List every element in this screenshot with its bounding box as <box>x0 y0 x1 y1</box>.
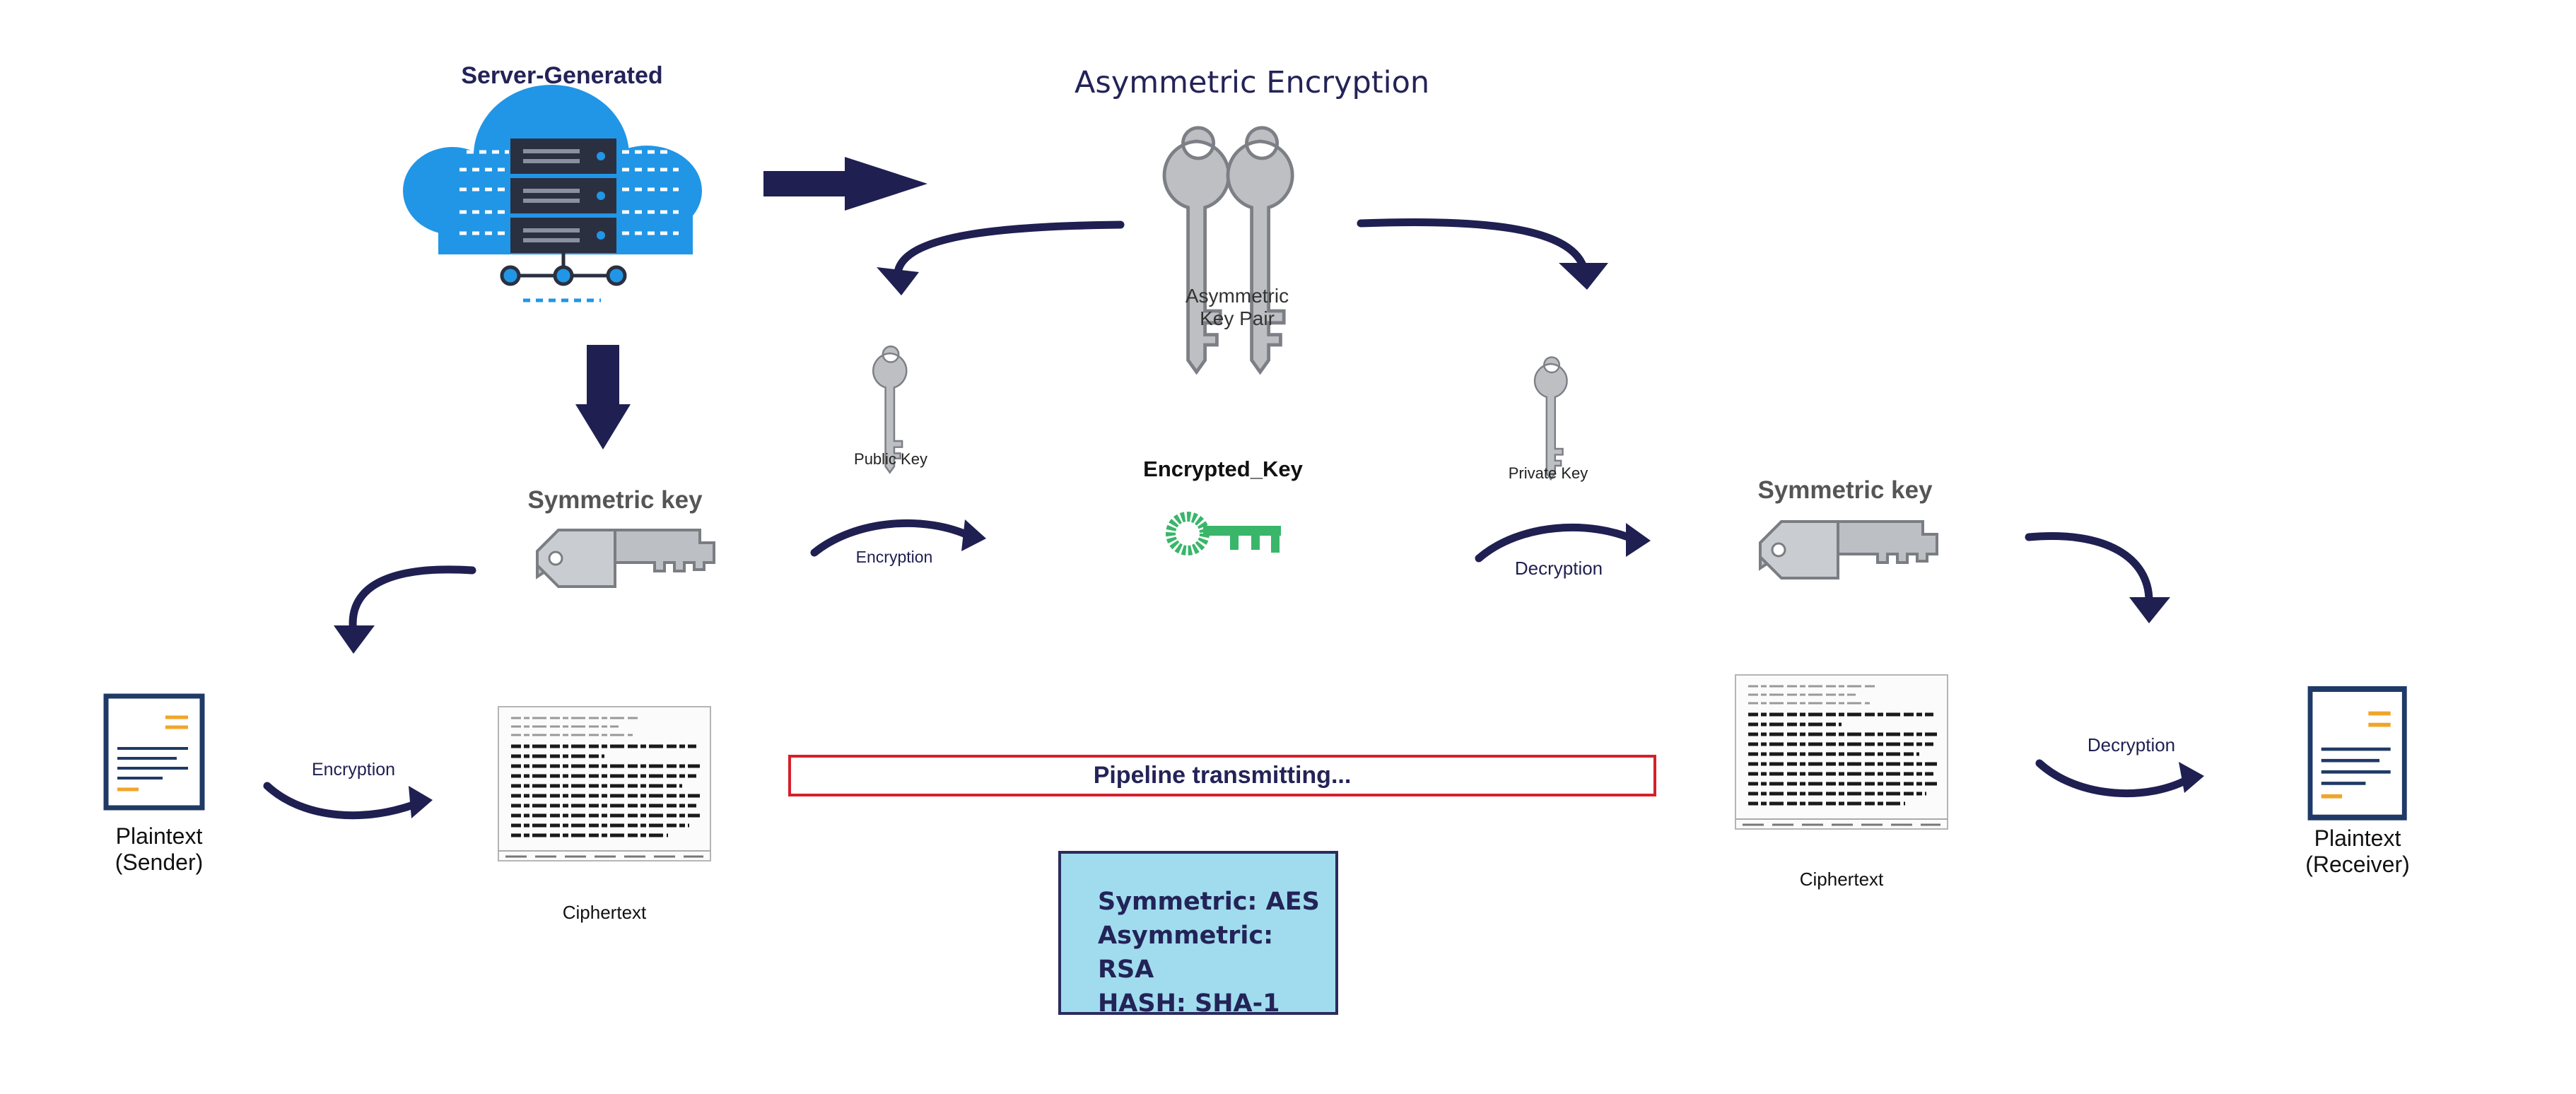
curve-symkey-to-plaintext <box>349 565 476 637</box>
symmetric-key-right-icon <box>1759 520 1938 580</box>
symmetric-algorithm-text: Symmetric: AES <box>1098 888 1320 916</box>
curved-arrows <box>263 218 2196 820</box>
symmetric-key-left-icon <box>536 529 715 588</box>
encryption-bottom-label: Encryption <box>311 760 396 780</box>
arrow-right-to-keypair <box>763 157 927 211</box>
curve-decryption-top <box>1475 524 1641 563</box>
private-key-label: Private Key <box>1508 464 1588 482</box>
curve-decryption-bottom <box>2035 759 2196 798</box>
curve-right-symkey-down <box>2025 532 2153 605</box>
encrypted-key-label: Encrypted_Key <box>1143 457 1303 481</box>
plaintext-receiver-icon <box>2310 689 2404 818</box>
symmetric-key-left-label: Symmetric key <box>527 486 703 514</box>
ciphertext-right-label: Ciphertext <box>1799 869 1884 890</box>
curve-encryption-top <box>810 519 976 557</box>
curve-encryption-bottom <box>263 782 425 820</box>
asymmetric-key-pair-label: Asymmetric Key Pair <box>1185 285 1289 330</box>
symmetric-key-right-label: Symmetric key <box>1757 476 1933 504</box>
asymmetric-encryption-title: Asymmetric Encryption <box>1075 65 1430 100</box>
hash-algorithm-text: HASH: SHA-1 <box>1098 989 1280 1018</box>
decryption-bottom-label: Decryption <box>2087 734 2176 755</box>
pipeline-status-box: Pipeline transmitting... <box>788 755 1656 796</box>
server-generated-label: Server-Generated <box>461 62 663 89</box>
plaintext-sender-label: Plaintext (Sender) <box>115 823 204 875</box>
asymmetric-algorithm-text: Asymmetric: RSA <box>1098 922 1274 984</box>
ciphertext-right-icon <box>1735 675 1948 829</box>
ciphertext-left-icon <box>498 707 710 861</box>
encrypted-key-icon <box>1166 512 1281 555</box>
decryption-top-label: Decryption <box>1514 558 1603 579</box>
private-key-icon <box>1533 356 1568 481</box>
plaintext-receiver-label: Plaintext (Receiver) <box>2305 825 2410 877</box>
arrow-heads <box>334 263 2204 818</box>
curve-keypair-to-public <box>894 220 1125 276</box>
encryption-top-label: Encryption <box>855 548 933 566</box>
plaintext-sender-icon <box>106 696 202 808</box>
public-key-label: Public Key <box>854 450 927 468</box>
server-cloud-icon <box>403 85 702 302</box>
arrow-down-to-symmetric-key <box>575 345 631 449</box>
algorithm-info-box: Symmetric: AES Asymmetric: RSA HASH: SHA… <box>1058 851 1338 1018</box>
curve-keypair-to-private <box>1357 218 1588 271</box>
asymmetric-key-pair-icon <box>1164 128 1292 372</box>
pipeline-status-text: Pipeline transmitting... <box>1093 762 1352 789</box>
ciphertext-left-label: Ciphertext <box>562 902 647 923</box>
